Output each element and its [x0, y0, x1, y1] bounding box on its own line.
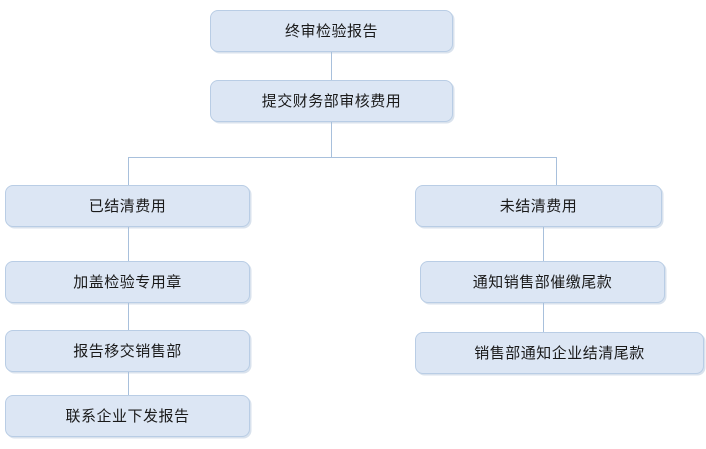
connector-branch-left-drop [128, 157, 129, 185]
node-final-inspection-report[interactable]: 终审检验报告 [210, 10, 453, 52]
node-label: 未结清费用 [499, 196, 578, 215]
node-label: 加盖检验专用章 [73, 272, 182, 291]
node-label: 联系企业下发报告 [65, 406, 190, 425]
node-label: 销售部通知企业结清尾款 [474, 343, 645, 362]
connector-n2-branch [331, 122, 332, 158]
node-submit-finance-review-fee[interactable]: 提交财务部审核费用 [210, 80, 453, 122]
connector-n1-n2 [331, 52, 332, 80]
connector-n6-n8 [543, 303, 544, 332]
connector-n4-n6 [543, 227, 544, 261]
node-label: 终审检验报告 [284, 21, 378, 40]
node-transfer-report-to-sales[interactable]: 报告移交销售部 [5, 330, 250, 372]
connector-n5-n7 [128, 303, 129, 330]
node-apply-inspection-seal[interactable]: 加盖检验专用章 [5, 261, 250, 303]
node-label: 提交财务部审核费用 [261, 91, 402, 110]
node-notify-sales-collect-balance[interactable]: 通知销售部催缴尾款 [420, 261, 665, 303]
node-label: 报告移交销售部 [73, 341, 182, 360]
connector-branch-horizontal [128, 157, 557, 158]
node-fee-settled[interactable]: 已结清费用 [5, 185, 250, 227]
node-contact-enterprise-issue-report[interactable]: 联系企业下发报告 [5, 395, 250, 437]
node-label: 通知销售部催缴尾款 [472, 272, 613, 291]
node-fee-unsettled[interactable]: 未结清费用 [415, 185, 662, 227]
node-sales-notify-enterprise-settle[interactable]: 销售部通知企业结清尾款 [415, 332, 704, 374]
connector-branch-right-drop [556, 157, 557, 185]
connector-n7-n9 [128, 372, 129, 395]
node-label: 已结清费用 [88, 196, 167, 215]
connector-n3-n5 [128, 227, 129, 261]
